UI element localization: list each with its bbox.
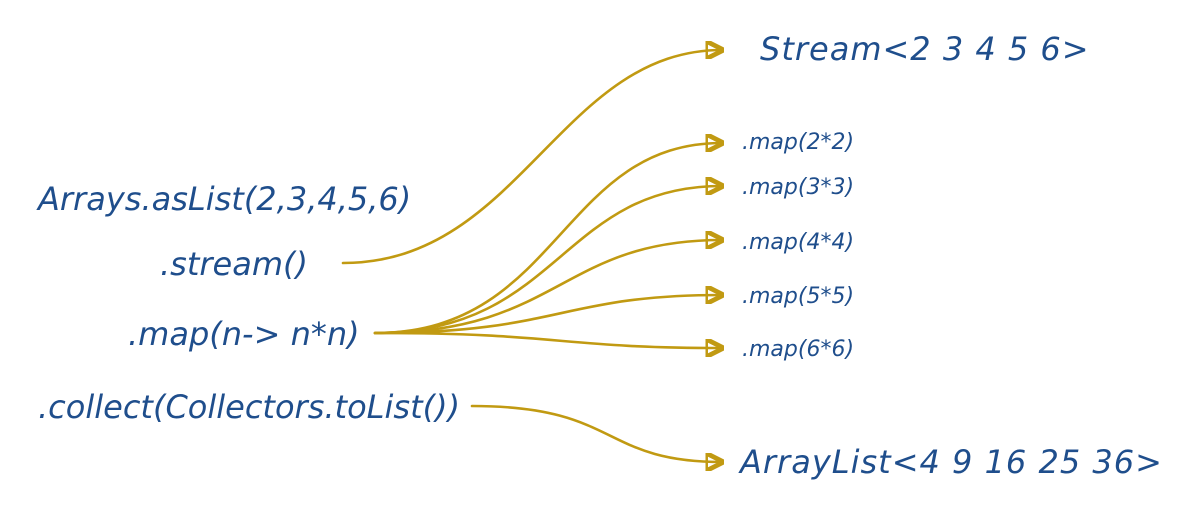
map-step-5: .map(5*5) <box>742 284 855 309</box>
source-expression: Arrays.asList(2,3,4,5,6) <box>38 180 412 218</box>
map-step-2: .map(2*2) <box>742 130 855 155</box>
arrow-map-to-map-2 <box>373 143 722 335</box>
arrow-stream-to-stream-result <box>341 50 722 265</box>
map-step-4: .map(4*4) <box>742 230 855 255</box>
map-step-3: .map(3*3) <box>742 175 855 200</box>
stream-call: .stream() <box>160 245 308 283</box>
map-call: .map(n-> n*n) <box>128 315 360 353</box>
stream-result: Stream<2 3 4 5 6> <box>760 30 1090 68</box>
list-result: ArrayList<4 9 16 25 36> <box>740 443 1163 481</box>
map-step-6: .map(6*6) <box>742 337 855 362</box>
arrow-map-to-map-4 <box>373 240 722 335</box>
arrow-map-to-map-5 <box>373 295 722 335</box>
arrow-map-to-map-6 <box>373 331 722 348</box>
arrow-collect-to-list-result <box>470 404 722 462</box>
arrow-map-to-map-3 <box>373 186 722 335</box>
collect-call: .collect(Collectors.toList()) <box>38 388 461 426</box>
